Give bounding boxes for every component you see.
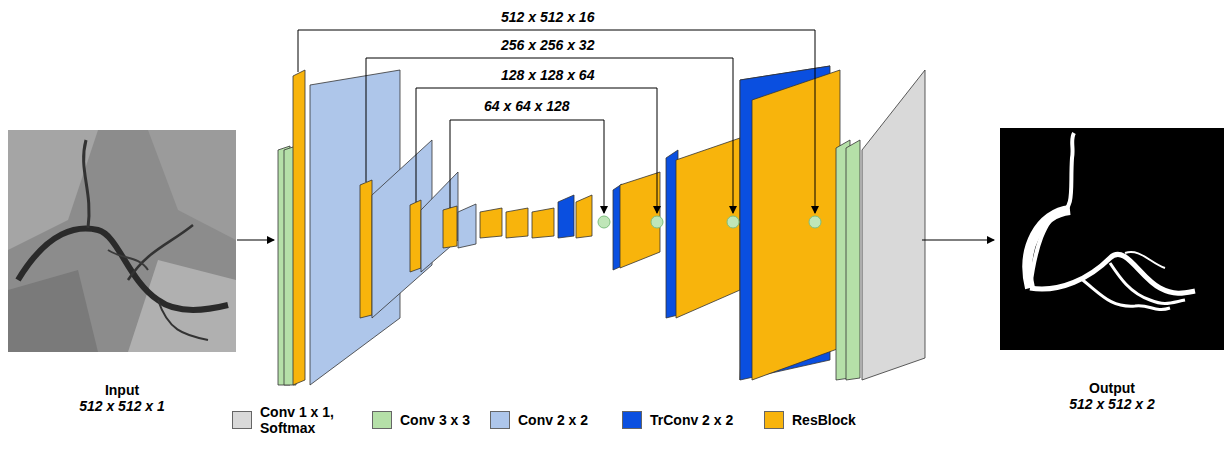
legend-swatch <box>622 411 642 429</box>
legend-text: ResBlock <box>792 412 856 428</box>
legend-item: Conv 2 x 2 <box>490 411 588 429</box>
tensor-size: 256 x 256 x 32 <box>501 37 594 53</box>
legend-swatch <box>372 411 392 429</box>
tensor-size: 512 x 512 x 16 <box>501 9 594 25</box>
angiogram-image <box>8 130 236 352</box>
output-size: 512 x 512 x 2 <box>1000 396 1224 412</box>
input-label: Input <box>8 382 236 398</box>
legend-swatch <box>232 411 252 429</box>
legend-swatch <box>490 411 510 429</box>
output-label: Output <box>1000 380 1224 396</box>
legend-item: Conv 3 x 3 <box>372 411 470 429</box>
tensor-size: 64 x 64 x 128 <box>484 98 570 114</box>
legend-item: TrConv 2 x 2 <box>622 411 733 429</box>
tensor-size: 128 x 128 x 64 <box>501 67 594 83</box>
legend-text: Conv 1 x 1, Softmax <box>260 404 342 436</box>
legend-text: Conv 3 x 3 <box>400 412 470 428</box>
segmentation-mask <box>1000 128 1224 350</box>
input-size: 512 x 512 x 1 <box>8 398 236 414</box>
legend-item: Conv 1 x 1, Softmax <box>232 404 342 436</box>
output-image: Output512 x 512 x 2 <box>1000 128 1224 412</box>
legend-text: Conv 2 x 2 <box>518 412 588 428</box>
legend-item: ResBlock <box>764 411 856 429</box>
legend-text: TrConv 2 x 2 <box>650 412 733 428</box>
input-image: Input512 x 512 x 1 <box>8 130 236 414</box>
legend-swatch <box>764 411 784 429</box>
